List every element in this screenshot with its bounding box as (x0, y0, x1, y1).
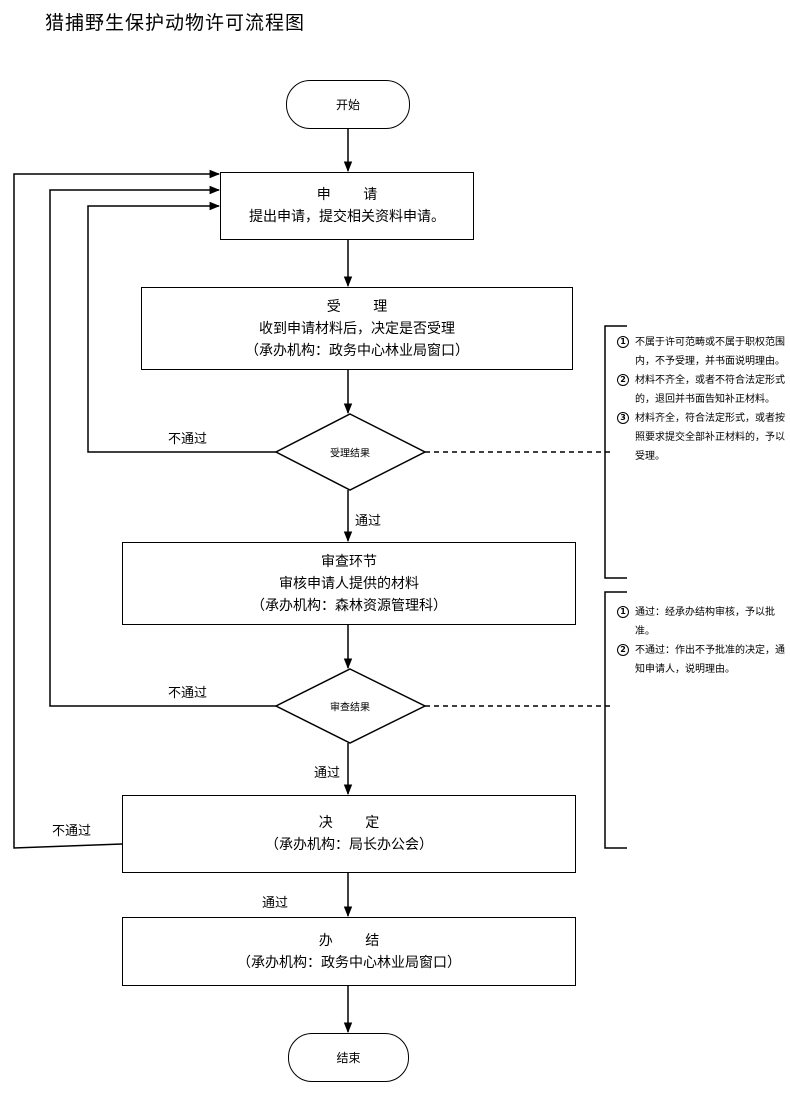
review-line-1: 审核申请人提供的材料 (279, 575, 419, 592)
decision-accept-label: 受理结果 (330, 448, 370, 460)
page-title: 猎捕野生保护动物许可流程图 (45, 12, 306, 34)
accept-note-3: 3 材料齐全，符合法定形式，或者按照要求提交全部补正材料的，予以受理。 (617, 409, 785, 466)
accept-note-1: 1 不属于许可范畴或不属于职权范围内，不予受理，并书面说明理由。 (617, 333, 785, 371)
apply-title: 申 请 (316, 187, 392, 203)
finish-box: 办 结 （承办机构：政务中心林业局窗口） (122, 917, 576, 986)
accept-note-3-text: 材料齐全，符合法定形式，或者按照要求提交全部补正材料的，予以受理。 (635, 413, 785, 462)
review-box: 审查环节 审核申请人提供的材料 （承办机构：森林资源管理科） (122, 542, 576, 625)
review-note-1-text: 通过：经承办结构审核，予以批准。 (635, 607, 775, 637)
review-line-2: （承办机构：森林资源管理科） (251, 597, 447, 614)
note-number-badge: 1 (617, 336, 629, 348)
note-number-badge: 1 (617, 606, 629, 618)
end-label: 结束 (336, 1051, 361, 1065)
decision-accept-shape (274, 413, 427, 491)
accept-note-2-text: 材料不齐全，或者不符合法定形式的，退回并书面告知补正材料。 (635, 375, 785, 405)
bracket-review-notes (604, 591, 627, 849)
apply-line-1: 提出申请，提交相关资料申请。 (249, 209, 445, 225)
accept-note-1-text: 不属于许可范畴或不属于职权范围内，不予受理，并书面说明理由。 (635, 337, 785, 367)
review-notes: 1 通过：经承办结构审核，予以批准。 2 不通过：作出不予批准的决定，通知申请人… (617, 603, 785, 679)
accept-title: 受 理 (326, 298, 402, 315)
edge-label-fail-3: 不通过 (52, 824, 92, 839)
review-note-1: 1 通过：经承办结构审核，予以批准。 (617, 603, 785, 641)
decision-review-label: 审查结果 (330, 702, 370, 714)
review-title: 审查环节 (321, 553, 377, 570)
edge-label-pass-3: 通过 (262, 896, 289, 911)
finish-line-1: （承办机构：政务中心林业局窗口） (237, 954, 461, 971)
end-node: 结束 (288, 1033, 409, 1082)
accept-line-1: 收到申请材料后，决定是否受理 (259, 320, 455, 337)
accept-box: 受 理 收到申请材料后，决定是否受理 （承办机构：政务中心林业局窗口） (141, 287, 573, 370)
decide-title: 决 定 (318, 815, 394, 831)
review-note-2-text: 不通过：作出不予批准的决定，通知申请人，说明理由。 (635, 645, 785, 675)
review-note-2: 2 不通过：作出不予批准的决定，通知申请人，说明理由。 (617, 641, 785, 679)
finish-title: 办 结 (318, 932, 394, 949)
decision-review-shape (274, 668, 427, 744)
loop-accept-fail (87, 201, 276, 453)
apply-box: 申 请 提出申请，提交相关资料申请。 (220, 172, 474, 240)
start-label: 开始 (335, 98, 360, 112)
bracket-accept-notes (604, 325, 627, 579)
accept-notes: 1 不属于许可范畴或不属于职权范围内，不予受理，并书面说明理由。 2 材料不齐全… (617, 333, 785, 466)
note-number-badge: 2 (617, 644, 629, 656)
note-number-badge: 2 (617, 374, 629, 386)
edge-label-fail-1: 不通过 (168, 432, 208, 447)
note-number-badge: 3 (617, 412, 629, 424)
accept-note-2: 2 材料不齐全，或者不符合法定形式的，退回并书面告知补正材料。 (617, 371, 785, 409)
loop-review-fail (49, 185, 276, 707)
start-node: 开始 (286, 80, 410, 129)
decide-line-1: （承办机构：局长办公会） (265, 837, 433, 853)
edge-label-fail-2: 不通过 (168, 686, 208, 701)
decide-box: 决 定 （承办机构：局长办公会） (122, 795, 576, 873)
edge-label-pass-1: 通过 (355, 514, 382, 529)
edge-label-pass-2: 通过 (314, 766, 341, 781)
loop-decide-fail (13, 169, 221, 849)
accept-line-2: （承办机构：政务中心林业局窗口） (245, 342, 469, 359)
